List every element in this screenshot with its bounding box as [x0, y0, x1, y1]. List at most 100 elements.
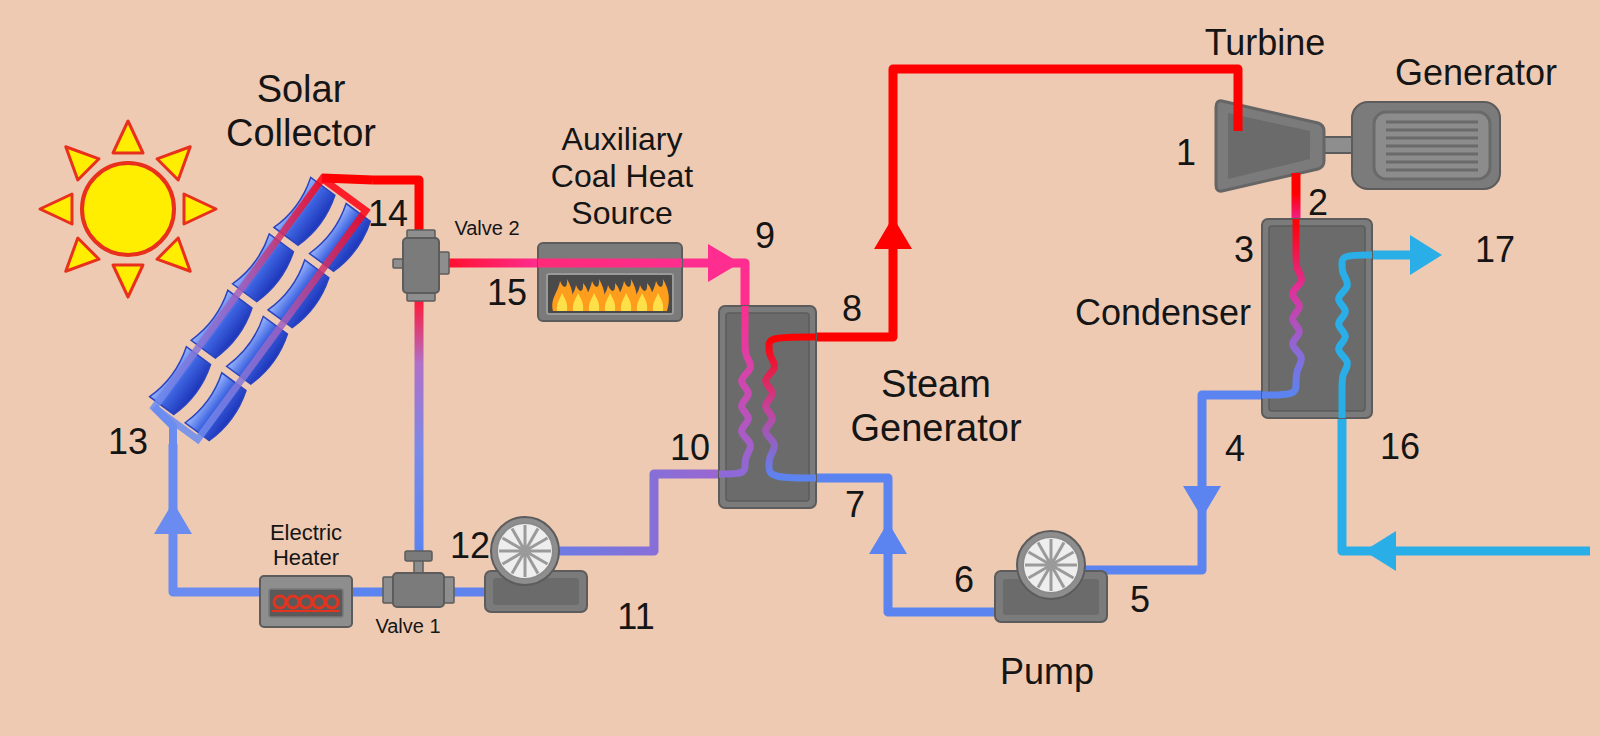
drawing-part: [1050, 570, 1053, 591]
drawing-part: [300, 596, 312, 608]
drawing-part: [1339, 255, 1372, 418]
drawing-part: [512, 528, 523, 546]
callout-number: 11: [617, 599, 654, 635]
sun: [40, 121, 216, 297]
drawing-part: [1055, 552, 1073, 563]
callout-number: 3: [1234, 232, 1254, 268]
drawing-part: [393, 259, 403, 268]
drawing-part: [499, 525, 551, 577]
drawing-part: [1322, 137, 1354, 153]
drawing-part: [1054, 569, 1065, 587]
drawing-part: [1386, 129, 1478, 132]
callout-number: 17: [1475, 232, 1515, 268]
component-shape: [1214, 97, 1327, 194]
drawing-part: [491, 517, 559, 585]
drawing-part: [403, 238, 439, 293]
arrowhead: [869, 522, 907, 554]
drawing-part: [1386, 169, 1478, 172]
drawing-part: [405, 551, 432, 561]
drawing-part: [1386, 153, 1478, 156]
component-label: Solar Collector: [201, 68, 401, 155]
drawing-part: [55, 238, 99, 282]
drawing-part: [766, 337, 816, 478]
callout-number: 7: [845, 487, 865, 523]
drawing-part: [573, 293, 583, 311]
pipe: [352, 588, 383, 597]
drawing-part: [538, 259, 682, 268]
callout-number: 10: [670, 430, 710, 466]
component: Condenser: [1262, 219, 1372, 418]
drawing-part: [1352, 102, 1500, 189]
callout-number: 5: [1130, 582, 1150, 618]
drawing-part: [1038, 542, 1049, 560]
arrowhead: [874, 217, 912, 249]
component-label: Turbine: [1205, 22, 1326, 63]
drawing-part: [1262, 219, 1301, 395]
drawing-part: [653, 293, 663, 311]
drawing-part: [1017, 531, 1085, 599]
callout-number: 15: [487, 275, 527, 311]
component: Pump: [995, 525, 1107, 622]
drawing-part: [1292, 173, 1301, 194]
drawing-part: [1023, 537, 1079, 593]
component-label: Pump: [1000, 651, 1094, 692]
drawing-part: [272, 610, 340, 612]
drawing-part: [538, 243, 682, 321]
drawing-part: [113, 121, 143, 153]
drawing-part: [1386, 137, 1478, 140]
drawing-part: [154, 179, 366, 440]
drawing-part: [529, 538, 547, 549]
drawing-part: [326, 596, 338, 608]
drawing-part: [313, 596, 325, 608]
component-label: Valve 1: [375, 615, 440, 638]
drawing-part: [502, 554, 520, 565]
drawing-part: [719, 306, 816, 508]
pipe: [816, 478, 995, 612]
component-shape: [1262, 219, 1372, 418]
arrowhead: [1183, 486, 1221, 518]
drawing-part: [1386, 121, 1478, 124]
component-shape: [995, 525, 1107, 622]
drawing-part: [40, 121, 216, 297]
drawing-part: [1056, 564, 1077, 567]
drawing-part: [1028, 568, 1046, 579]
drawing-part: [621, 293, 631, 311]
drawing-part: [260, 576, 352, 627]
drawing-part: [1364, 531, 1396, 571]
component: Generator: [1352, 102, 1500, 189]
component-shape: [383, 551, 454, 610]
arrowhead: [154, 502, 192, 534]
drawing-part: [524, 556, 527, 577]
cooling-water: [1342, 235, 1590, 571]
drawing-part: [1386, 145, 1478, 148]
component: Valve 2: [393, 230, 449, 301]
component-label: Electric Heater: [251, 520, 361, 571]
drawing-part: [547, 274, 673, 314]
drawing-part: [184, 194, 216, 224]
callout-number: 14: [368, 196, 408, 232]
pipe: [415, 301, 424, 551]
drawing-part: [648, 279, 669, 311]
drawing-part: [1045, 559, 1057, 571]
component: Solar Collector: [143, 168, 373, 444]
drawing-part: [605, 293, 615, 311]
drawing-part: [497, 523, 553, 579]
component-label: Generator: [1395, 52, 1557, 93]
component-shape: [260, 576, 352, 627]
pipe: [1292, 194, 1301, 219]
drawing-part: [82, 163, 174, 255]
callout-number: 13: [108, 424, 148, 460]
drawing-part: [55, 136, 99, 180]
component: Auxiliary Coal Heat Source: [538, 243, 682, 321]
drawing-part: [1216, 101, 1324, 191]
component-label: Auxiliary Coal Heat Source: [530, 121, 715, 231]
drawing-part: [287, 596, 299, 608]
callout-number: 16: [1380, 429, 1420, 465]
callout-number: 4: [1225, 431, 1245, 467]
drawing-part: [1386, 161, 1478, 164]
component-shape: [393, 230, 449, 301]
component-label: Steam Generator: [821, 363, 1051, 450]
drawing-part: [1025, 564, 1046, 567]
pipe: [1107, 395, 1262, 570]
component-shape: [143, 168, 373, 444]
